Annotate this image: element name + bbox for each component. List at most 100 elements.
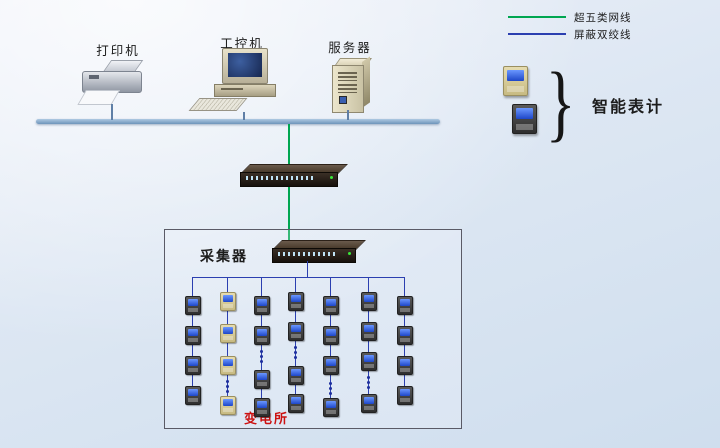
meter-icon [185, 296, 201, 315]
legend-twisted-pair-label: 屏蔽双绞线 [574, 30, 632, 41]
meter-foot [257, 382, 267, 386]
meter-screen [257, 373, 267, 380]
meter-screen [257, 329, 267, 336]
meter-foot [223, 336, 233, 340]
collector-ports [278, 252, 336, 256]
meter-screen [291, 295, 301, 302]
meter-foot [257, 410, 267, 414]
meter-icon [323, 326, 339, 345]
meter-foot [291, 378, 301, 382]
meter-icon [397, 296, 413, 315]
meter-screen [188, 329, 198, 336]
meter-screen [223, 399, 233, 406]
meter-icon [288, 394, 304, 413]
network-bus-line [36, 119, 440, 124]
meter-foot [400, 338, 410, 342]
meter-icon [397, 326, 413, 345]
switch-ports [246, 176, 316, 180]
switch-front-face [240, 172, 338, 187]
printer-panel [89, 75, 99, 79]
pc-drop-line [243, 112, 245, 120]
meter-screen [400, 329, 410, 336]
meter-foot [326, 308, 336, 312]
server-label: 服务器 [328, 41, 372, 55]
meter-foot [223, 408, 233, 412]
server-drop-line [347, 110, 349, 120]
meter-foot [326, 410, 336, 414]
meter-screen [516, 108, 533, 119]
cat5-riser-bottom [288, 185, 290, 242]
meter-foot [257, 308, 267, 312]
meter-icon [323, 398, 339, 417]
meter-icon [220, 324, 236, 343]
meter-screen [326, 299, 336, 306]
collector-led [348, 252, 351, 255]
meter-screen [326, 401, 336, 408]
meter-foot [364, 406, 374, 410]
meter-foot [364, 304, 374, 308]
collector-front-face [272, 248, 356, 263]
meter-screen [291, 325, 301, 332]
meter-foot [257, 338, 267, 342]
pc-drive-slot [221, 88, 243, 90]
meter-icon [254, 326, 270, 345]
ellipsis-dots [294, 346, 297, 349]
meter-screen [364, 397, 374, 404]
ellipsis-dots [329, 382, 332, 385]
meter-screen [257, 401, 267, 408]
monitor-screen [228, 53, 262, 77]
ellipsis-dots [367, 376, 370, 379]
cat5-riser-top [288, 124, 290, 166]
meter-icon [361, 394, 377, 413]
meter-screen [400, 389, 410, 396]
meter-foot [516, 124, 533, 130]
meter-icon [220, 396, 236, 415]
printer-label: 打印机 [96, 44, 140, 58]
meter-foot [400, 398, 410, 402]
meter-foot [400, 368, 410, 372]
collector-feed-stub [307, 261, 308, 277]
meter-screen [326, 359, 336, 366]
meter-screen [291, 369, 301, 376]
meter-screen [364, 295, 374, 302]
meter-foot [291, 304, 301, 308]
meter-screen [188, 389, 198, 396]
meter-screen [188, 359, 198, 366]
meter-icon [185, 356, 201, 375]
meter-screen [507, 70, 524, 81]
meter-screen [223, 327, 233, 334]
meter-icon [288, 292, 304, 311]
meter-screen [223, 359, 233, 366]
smart-meter-icon-dark [512, 104, 537, 134]
meter-foot [400, 308, 410, 312]
legend-cat5-line [508, 16, 566, 18]
meter-icon [361, 352, 377, 371]
meter-foot [326, 368, 336, 372]
meter-screen [326, 329, 336, 336]
meter-screen [364, 325, 374, 332]
meter-icon [185, 386, 201, 405]
meter-foot [364, 364, 374, 368]
meter-icon [254, 398, 270, 417]
industrial-pc-icon [188, 48, 286, 114]
ellipsis-dots [260, 350, 263, 353]
meter-screen [188, 299, 198, 306]
legend-twisted-pair-line [508, 33, 566, 35]
meter-foot [291, 334, 301, 338]
printer-icon [77, 60, 144, 108]
meter-screen [291, 397, 301, 404]
meter-icon [220, 292, 236, 311]
ethernet-switch-icon [240, 164, 348, 187]
meter-screen [364, 355, 374, 362]
meter-foot [291, 406, 301, 410]
collector-label: 采集器 [200, 250, 248, 265]
meter-icon [254, 296, 270, 315]
meter-foot [326, 338, 336, 342]
meter-screen [400, 299, 410, 306]
printer-drop-line [111, 104, 113, 120]
ellipsis-dots [226, 380, 229, 383]
smart-meter-label: 智能表计 [592, 99, 665, 116]
brace-icon: } [545, 54, 576, 150]
meter-icon [361, 322, 377, 341]
